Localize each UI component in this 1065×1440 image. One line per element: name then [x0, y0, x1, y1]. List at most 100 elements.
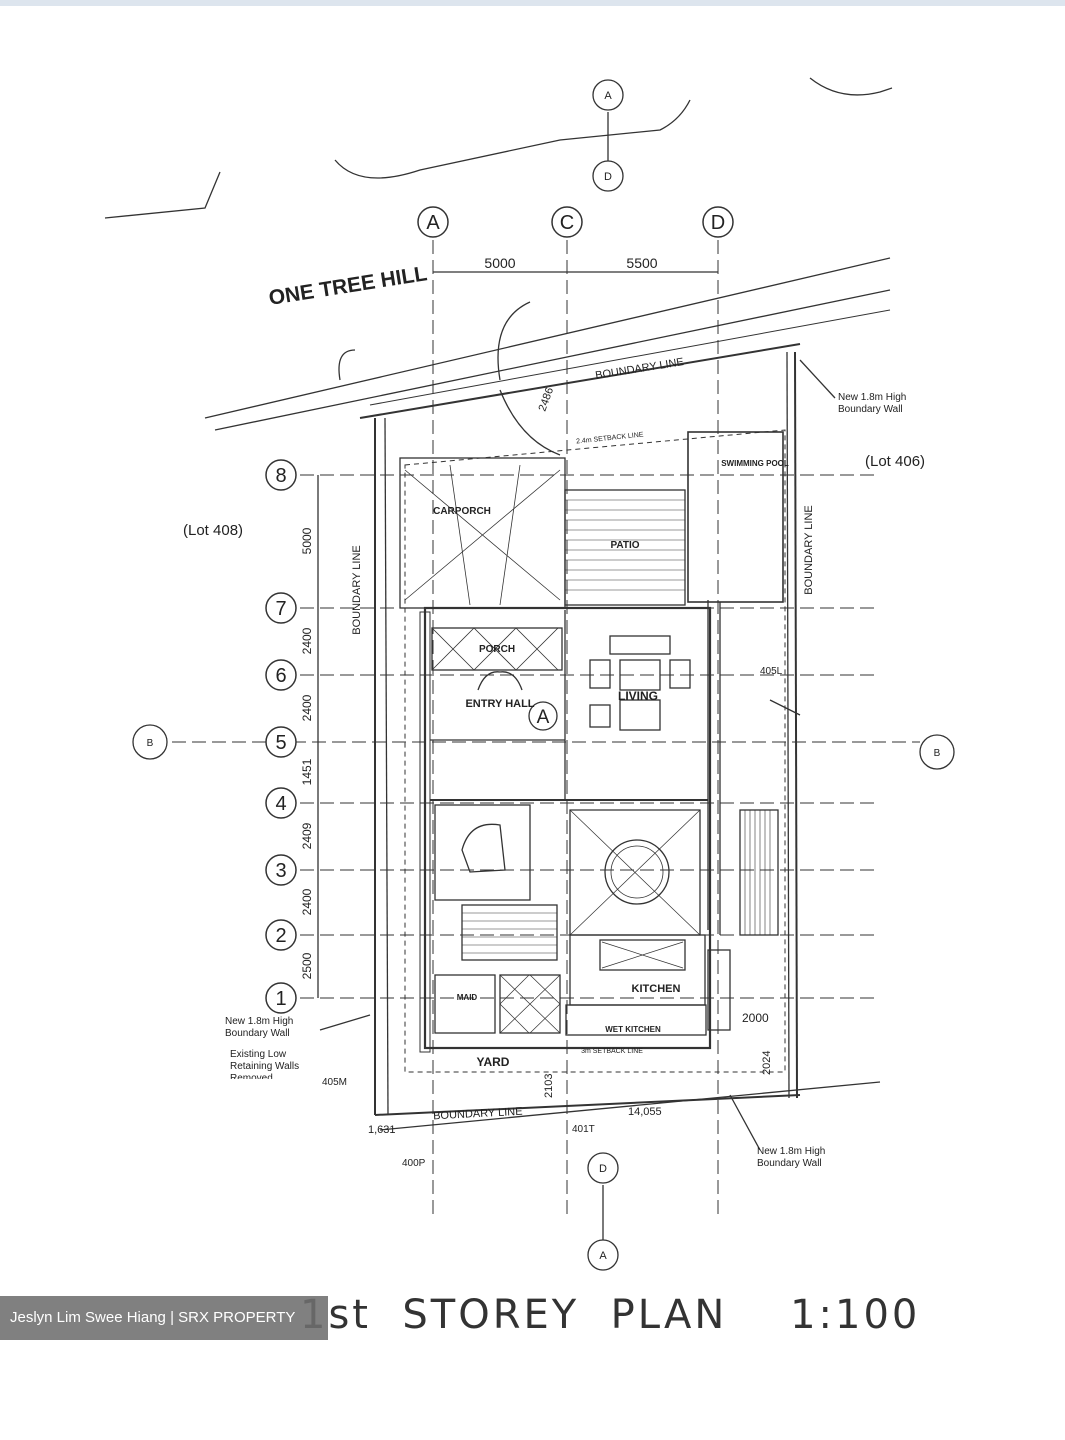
- room-porch: PORCH: [479, 644, 515, 655]
- grid-lines: [172, 240, 920, 1215]
- row-spacing: 2400: [300, 694, 314, 721]
- elevation-marker-label: B: [934, 748, 941, 759]
- note-wall-right-text: New 1.8m High Boundary Wall: [838, 392, 907, 415]
- column-spacing: 5500: [626, 255, 657, 271]
- note-wall-left-text: New 1.8m High Boundary Wall: [225, 1016, 294, 1039]
- grid-column-bubble: [551, 206, 583, 238]
- side-deck-boards: [744, 810, 771, 935]
- grid-row-label: 2: [275, 925, 286, 947]
- dim-14055: 14,055: [628, 1106, 662, 1118]
- leader-line: [319, 1014, 371, 1031]
- lot-left: (Lot 408): [183, 522, 243, 539]
- section-marker: [587, 1152, 619, 1184]
- grid-row-label: 7: [275, 598, 286, 620]
- row-spacing: 2409: [300, 822, 314, 849]
- grid-row-bubble: [265, 592, 297, 624]
- contour-line: [104, 171, 221, 219]
- grid-row-label: 1: [275, 988, 286, 1010]
- boundary-label-front: BOUNDARY LINE: [594, 356, 684, 382]
- row-spacing: 1451: [300, 758, 314, 785]
- stair-curve: [461, 823, 506, 873]
- boundary-label-right: BOUNDARY LINE: [803, 505, 815, 594]
- watermark-label: Jeslyn Lim Swee Hiang | SRX PROPERTY: [0, 1296, 328, 1340]
- road-edge: [369, 309, 891, 406]
- boundary-label-rear: BOUNDARY LINE: [433, 1106, 523, 1123]
- road-edge: [204, 257, 891, 419]
- staircase: [461, 904, 558, 961]
- carporch-area: [399, 457, 566, 609]
- dim-2103: 2103: [543, 1074, 555, 1098]
- grid-row-bubble: [265, 459, 297, 491]
- room-yard: YARD: [477, 1055, 510, 1069]
- coffee-table: [619, 699, 661, 731]
- stair-treads: [462, 912, 557, 954]
- dim-2486: 2486: [537, 386, 557, 413]
- grid-column-bubble: [417, 206, 449, 238]
- grid-row-label: 5: [275, 732, 286, 754]
- room-entry-hall: ENTRY HALL: [465, 698, 534, 710]
- column-spacing: 5000: [484, 255, 515, 271]
- dining-diagonal: [569, 809, 701, 936]
- bath-hatch: [499, 974, 561, 1034]
- armchair: [589, 659, 611, 689]
- maid-room: [434, 974, 496, 1034]
- front-boundary: [359, 343, 801, 419]
- setback-line: [404, 429, 786, 1073]
- sofa: [609, 635, 671, 655]
- note-retaining-text: Existing Low Retaining Walls Removed: [230, 1049, 300, 1079]
- section-marker-label: A: [604, 90, 612, 102]
- grid-column-bubble: [702, 206, 734, 238]
- lot-ref-405l: 405L: [760, 666, 783, 677]
- pool-outline: [687, 431, 784, 603]
- porch-hatch: [431, 627, 559, 671]
- island-cross: [601, 941, 684, 969]
- note-wall-right: New 1.8m High Boundary Wall: [838, 392, 907, 415]
- pool-edge: [707, 600, 721, 935]
- rear-boundary-outer: [379, 1081, 881, 1131]
- row-spacing: 5000: [300, 527, 314, 554]
- row-spacing: 2400: [300, 627, 314, 654]
- room-living: LIVING: [618, 689, 658, 703]
- grid-row-bubble: [265, 787, 297, 819]
- driveway-curve: [497, 301, 531, 381]
- lot-right: (Lot 406): [865, 453, 925, 470]
- row-spacing: 2500: [300, 952, 314, 979]
- lot-ref-401t: 401T: [572, 1124, 595, 1135]
- dim-2000: 2000: [742, 1011, 769, 1025]
- dining-table: [604, 839, 670, 905]
- lot-ref-405m: 405M: [322, 1077, 347, 1088]
- boundary-label-left: BOUNDARY LINE: [351, 545, 363, 634]
- armchair: [669, 659, 691, 689]
- view-marker: [528, 701, 558, 731]
- elevation-marker: [919, 734, 955, 770]
- section-marker-label: D: [604, 171, 612, 183]
- section-marker: [592, 160, 624, 192]
- room-kitchen: KITCHEN: [632, 983, 681, 995]
- lot-ref-400p: 400P: [402, 1158, 426, 1169]
- section-marker: [587, 1239, 619, 1271]
- armchair: [589, 704, 611, 728]
- grid-row-bubble: [265, 659, 297, 691]
- setback-label-rear: 3m SETBACK LINE: [581, 1048, 643, 1055]
- kitchen-counter: [707, 949, 731, 1031]
- note-wall-bottom: New 1.8m High Boundary Wall: [757, 1146, 826, 1169]
- grid-row-bubble: [265, 919, 297, 951]
- patio-area: [564, 489, 686, 606]
- left-boundary-wall: [384, 417, 389, 1116]
- dim-2024: 2024: [761, 1051, 773, 1075]
- grid-column-label: D: [711, 212, 725, 234]
- note-wall-bottom-text: New 1.8m High Boundary Wall: [757, 1146, 826, 1169]
- grid-row-label: 4: [275, 793, 286, 815]
- contour-line: [334, 99, 691, 179]
- guest-room: [434, 804, 531, 901]
- grid-column-label: A: [426, 212, 440, 234]
- elevation-marker: [132, 724, 168, 760]
- leader-line: [769, 699, 801, 716]
- house-wall: [419, 611, 431, 1053]
- grid-row-bubble: [265, 726, 297, 758]
- section-marker-label: A: [599, 1250, 607, 1262]
- grid-row-label: 8: [275, 465, 286, 487]
- room-wet-kitchen: WET KITCHEN: [605, 1025, 661, 1034]
- kitchen-island: [599, 939, 686, 971]
